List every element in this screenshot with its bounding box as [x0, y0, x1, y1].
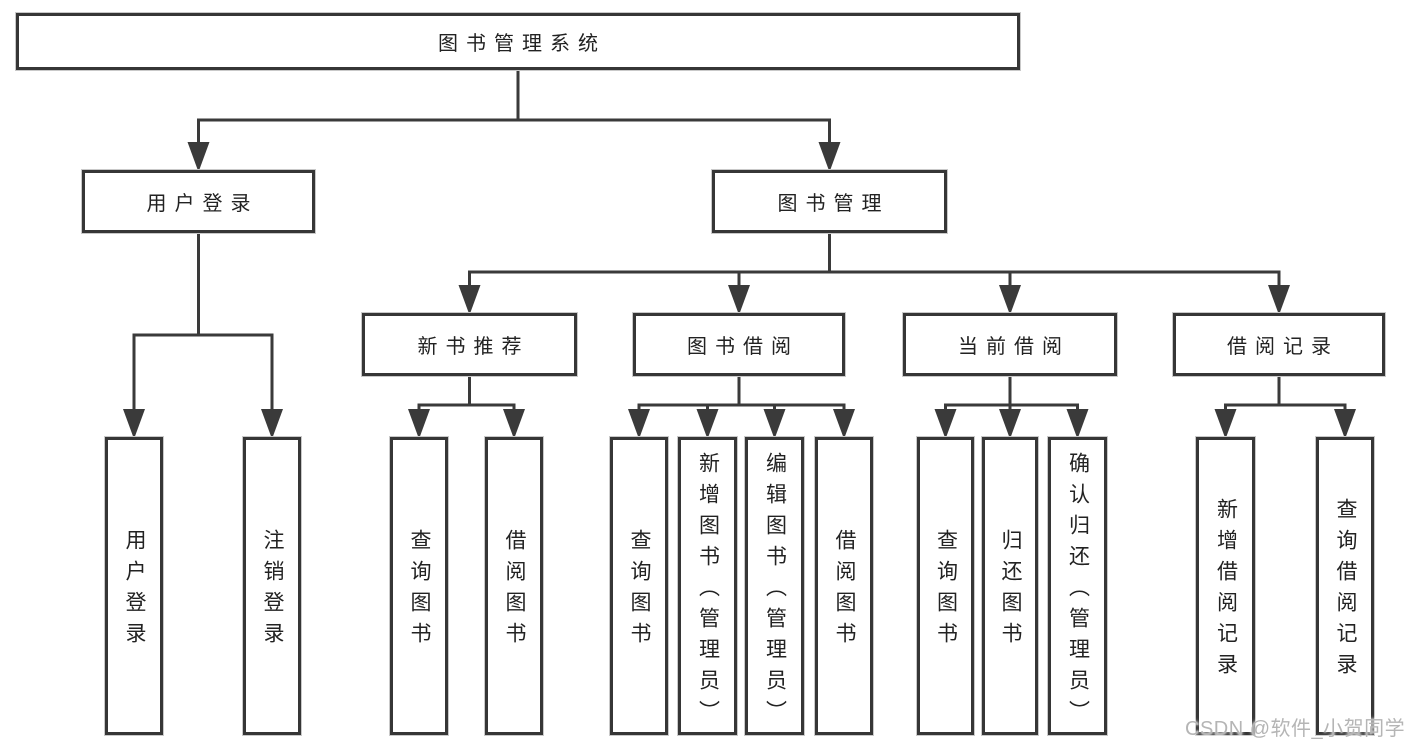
node-label: 查询图书 — [934, 529, 958, 653]
node-leaf-borrow-book-1: 借阅图书 — [485, 437, 543, 735]
node-label: 借阅记录 — [1227, 336, 1339, 358]
node-borrow-records: 借阅记录 — [1173, 313, 1385, 376]
node-label: 新增借阅记录 — [1214, 498, 1238, 684]
node-leaf-add-borrow-rec: 新增借阅记录 — [1196, 437, 1255, 735]
watermark: CSDN @软件_小贺同学 — [1185, 718, 1405, 740]
arrowhead-icon — [123, 409, 145, 439]
node-label: 查询图书 — [628, 529, 651, 653]
node-leaf-borrow-book-2: 借阅图书 — [815, 437, 873, 735]
arrowhead-icon — [187, 142, 210, 172]
arrowhead-icon — [818, 142, 841, 172]
node-label: 新书推荐 — [417, 336, 530, 358]
node-leaf-user-login: 用户登录 — [105, 437, 163, 735]
node-label: 注销登录 — [261, 529, 284, 653]
node-leaf-query-borrow-rec: 查询借阅记录 — [1316, 437, 1374, 735]
node-label: 借阅图书 — [503, 529, 526, 653]
arrowhead-icon — [458, 285, 481, 315]
arrowhead-icon — [1268, 285, 1290, 315]
arrowhead-icon — [696, 409, 719, 439]
node-label: 编辑图书（管理员） — [763, 451, 787, 731]
node-leaf-query-book-2: 查询图书 — [610, 437, 668, 735]
node-user-login: 用户登录 — [82, 170, 315, 233]
node-root: 图书管理系统 — [16, 13, 1020, 70]
node-leaf-return-book: 归还图书 — [982, 437, 1038, 735]
node-label: 新增图书（管理员） — [696, 451, 720, 731]
node-label: 图书管理 — [777, 193, 890, 215]
node-label: 确认归还（管理员） — [1066, 451, 1090, 731]
node-new-book-rec: 新书推荐 — [362, 313, 577, 376]
arrowhead-icon — [1066, 409, 1089, 439]
node-current-borrow: 当前借阅 — [903, 313, 1117, 376]
arrowhead-icon — [763, 409, 786, 439]
arrowhead-icon — [408, 409, 430, 439]
arrowhead-icon — [999, 285, 1021, 315]
node-label: 图书借阅 — [687, 336, 799, 358]
arrowhead-icon — [503, 409, 525, 439]
arrowhead-icon — [1334, 409, 1356, 439]
arrowhead-icon — [728, 285, 750, 315]
arrowhead-icon — [833, 409, 855, 439]
node-leaf-query-book-1: 查询图书 — [390, 437, 448, 735]
node-label: 用户登录 — [146, 193, 259, 215]
node-leaf-edit-book: 编辑图书（管理员） — [745, 437, 804, 735]
node-label: 用户登录 — [123, 529, 146, 653]
node-label: 图书管理系统 — [438, 33, 606, 55]
node-label: 归还图书 — [999, 529, 1022, 653]
arrowhead-icon — [999, 409, 1021, 439]
node-label: 借阅图书 — [833, 529, 856, 653]
node-leaf-confirm-return: 确认归还（管理员） — [1048, 437, 1107, 735]
arrowhead-icon — [934, 409, 957, 439]
arrowhead-icon — [261, 409, 283, 439]
node-leaf-logout: 注销登录 — [243, 437, 301, 735]
node-label: 查询图书 — [408, 529, 431, 653]
arrowhead-icon — [628, 409, 650, 439]
node-book-mgmt: 图书管理 — [712, 170, 947, 233]
node-book-borrow: 图书借阅 — [633, 313, 845, 376]
node-leaf-add-book: 新增图书（管理员） — [678, 437, 737, 735]
node-leaf-query-book-3: 查询图书 — [917, 437, 974, 735]
node-label: 当前借阅 — [958, 336, 1070, 358]
arrowhead-icon — [1214, 409, 1237, 439]
node-label: 查询借阅记录 — [1334, 498, 1357, 684]
